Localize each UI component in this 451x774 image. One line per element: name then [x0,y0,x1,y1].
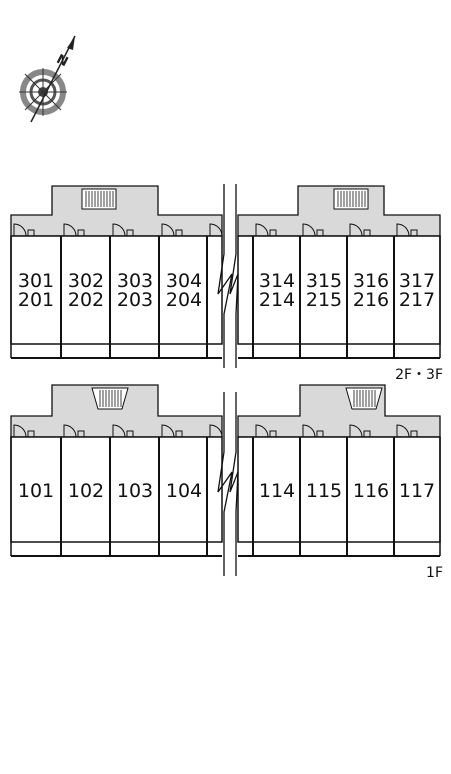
unit-label-lower: 216 [353,289,389,311]
floor-label-1f: 1F [426,565,443,581]
unit-label-upper: 303 [117,270,153,292]
unit-label-upper: 301 [18,270,54,292]
compass: N [19,35,76,123]
north-label: N [54,52,71,70]
unit-label: 117 [399,480,435,502]
lower-block: 101 102 103 104 114 115 116 117 1F [10,384,443,581]
stairs-icon [81,188,117,210]
unit-label-upper: 302 [68,270,104,292]
stairs-icon [345,387,383,410]
unit-label-lower: 217 [399,289,435,311]
unit-label-lower: 204 [166,289,202,311]
unit-label: 104 [166,480,202,502]
compass-rose-icon [19,68,67,116]
unit-label-lower: 202 [68,289,104,311]
door-icons [13,424,418,438]
unit-label-upper: 315 [306,270,342,292]
unit-label: 114 [259,480,295,502]
unit-label: 115 [306,480,342,502]
unit-label-upper: 314 [259,270,295,292]
common-area-right [237,384,441,438]
unit-label-lower: 215 [306,289,342,311]
unit-label-lower: 203 [117,289,153,311]
unit-label-upper: 317 [399,270,435,292]
unit-label-upper: 316 [353,270,389,292]
break-line [217,184,239,576]
unit-label: 101 [18,480,54,502]
stairs-icon [333,188,369,210]
door-icons [13,223,418,237]
floor-label-2f-3f: 2F・3F [395,367,443,383]
unit-label-lower: 214 [259,289,295,311]
unit-label-lower: 201 [18,289,54,311]
upper-block: 301 201 302 202 303 203 304 204 314 214 … [10,185,443,383]
unit-label-upper: 304 [166,270,202,292]
stairs-icon [91,387,129,410]
north-arrow-icon [30,35,76,123]
unit-label: 102 [68,480,104,502]
unit-label: 103 [117,480,153,502]
unit-label: 116 [353,480,389,502]
